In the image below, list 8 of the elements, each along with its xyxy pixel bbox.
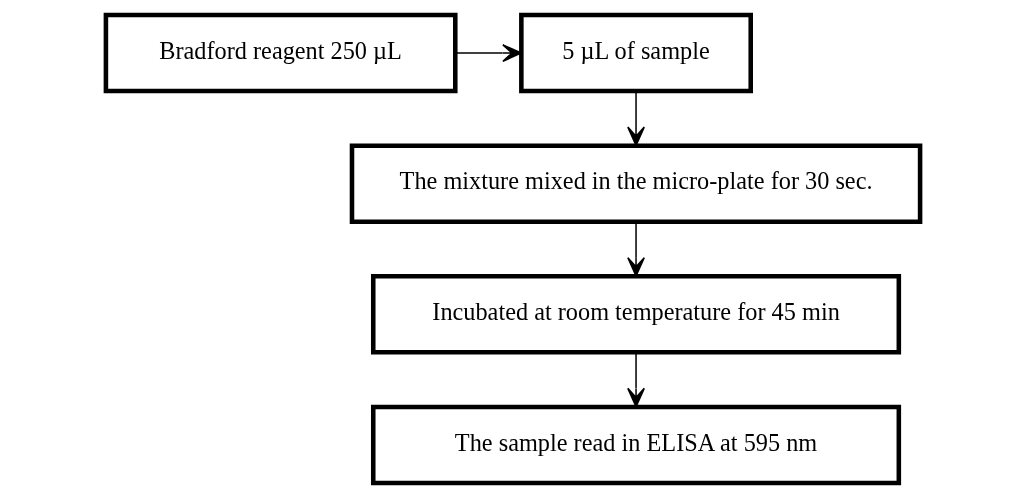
node-box: The sample read in ELISA at 595 nm: [370, 404, 901, 485]
node-box: Bradford reagent 250 µL: [103, 12, 458, 93]
node-box: The mixture mixed in the micro-plate for 30 sec.: [349, 142, 922, 224]
arrow: [626, 90, 645, 146]
node-box: 5 µL of sample: [518, 12, 753, 93]
arrow: [454, 43, 522, 62]
arrow: [626, 351, 645, 407]
node-box: Incubated at room temperature for 45 min: [370, 273, 901, 355]
